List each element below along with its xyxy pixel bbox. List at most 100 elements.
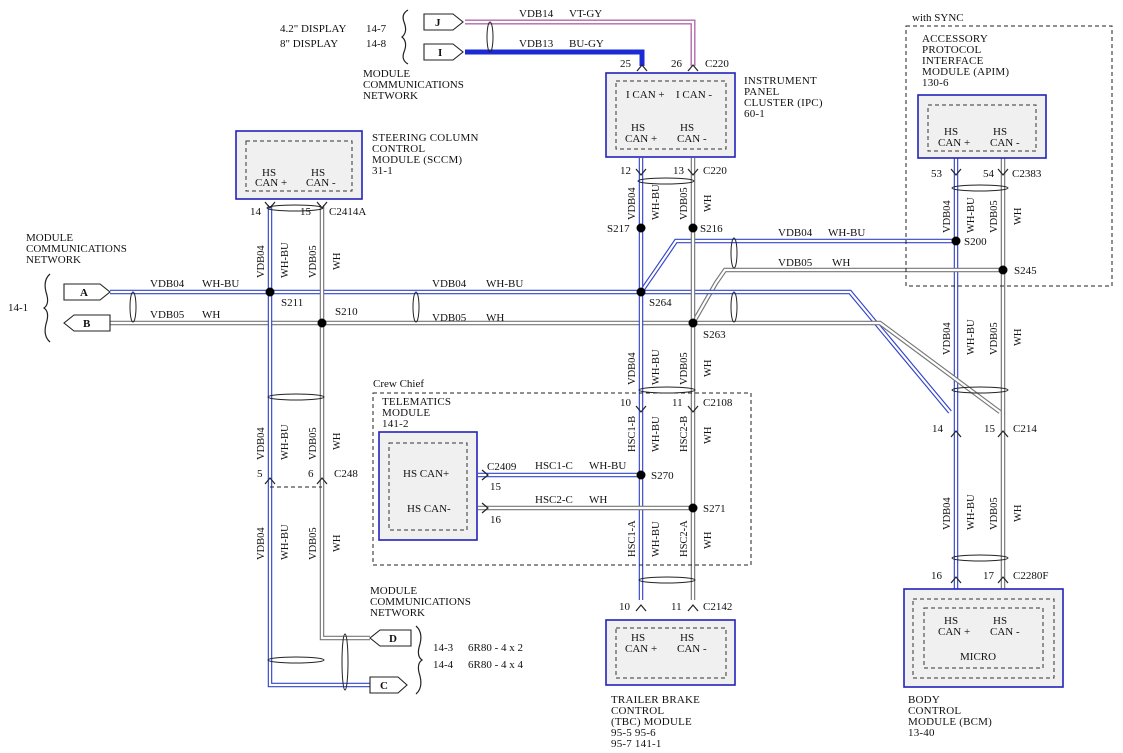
page-ref: 14-7	[366, 23, 387, 35]
wire-label: WH-BU	[651, 416, 662, 452]
bcm-name-line: 13-40	[908, 727, 935, 739]
wire-label: WH-BU	[651, 521, 662, 557]
pin-number: 15	[490, 481, 502, 493]
telematics-module[interactable]: HS CAN+ HS CAN- TELEMATICS MODULE 141-2	[378, 396, 478, 541]
wire-label: VDB04	[942, 322, 953, 355]
apim-name-line: PROTOCOL	[922, 44, 982, 56]
tag-shape	[63, 314, 111, 332]
splice-label: S216	[700, 223, 723, 235]
ipc-name-line: PANEL	[744, 86, 780, 98]
twist-marker	[951, 554, 1009, 562]
sync-group-label: with SYNC	[912, 12, 964, 24]
twist-marker	[266, 204, 324, 212]
tag-D[interactable]: D	[369, 629, 412, 647]
wire-label: HSC1-C	[535, 460, 573, 472]
tbc-inner	[615, 627, 727, 679]
bcm-pin-label: HS	[944, 615, 958, 627]
tag-letter: A	[80, 287, 88, 299]
ipc-pin-label: CAN -	[677, 133, 707, 145]
network-label: MODULE	[363, 68, 410, 80]
splice-label: S210	[335, 306, 358, 318]
tag-letter: C	[380, 680, 388, 692]
tag-B[interactable]: B	[63, 314, 111, 332]
pin-number: 53	[931, 168, 943, 180]
wire-s263-to-c214-in	[693, 321, 1001, 413]
wire-label: VDB05	[679, 187, 690, 220]
sccm-pin-label: CAN +	[255, 177, 287, 189]
telematics-name-line: MODULE	[382, 407, 430, 419]
connector-name: C248	[334, 468, 358, 480]
apim-name-line: MODULE (APIM)	[922, 66, 1009, 78]
telematics-inner	[388, 442, 468, 531]
tbc-module[interactable]: HS CAN + HS CAN - TRAILER BRAKE CONTROL …	[605, 619, 736, 750]
tag-A[interactable]: A	[63, 283, 111, 301]
ipc-pin-label: HS	[631, 122, 645, 134]
ipc-box	[605, 72, 736, 158]
display-label: 4.2" DISPLAY	[280, 23, 346, 35]
wire-vdb14-inner	[465, 20, 695, 66]
tag-C[interactable]: C	[369, 676, 408, 694]
wire-label: VDB05	[308, 427, 319, 460]
bcm-module[interactable]: HS CAN + HS CAN - MICRO BODY CONTROL MOD…	[903, 588, 1064, 739]
splice-label: S217	[607, 223, 630, 235]
pin-number: 12	[620, 165, 631, 177]
network-label: COMMUNICATIONS	[370, 596, 471, 608]
tag-I[interactable]: I	[423, 43, 464, 61]
wire-label: WH	[332, 252, 343, 270]
wire-vdb13	[465, 49, 645, 66]
wire-label: WH-BU	[280, 424, 291, 460]
connector-name: C2409	[487, 461, 517, 473]
wire-label: VDB14	[519, 8, 554, 20]
apim-module[interactable]: HS CAN + HS CAN - ACCESSORY PROTOCOL INT…	[917, 33, 1047, 159]
wire-sccm-vdb05	[319, 205, 370, 641]
connector-name: C2142	[703, 601, 732, 613]
bcm-pin-label: CAN +	[938, 626, 970, 638]
twist-marker	[951, 184, 1009, 192]
wire-label: BU-GY	[569, 38, 604, 50]
splice-label: S263	[703, 329, 726, 341]
wire-label: VDB05	[989, 497, 1000, 530]
pin-number: 15	[984, 423, 996, 435]
page-ref: 14-3	[433, 642, 454, 654]
wire-label: HSC2-A	[679, 520, 690, 557]
page-ref: 14-1	[8, 302, 28, 314]
ipc-pin-label: HS	[680, 122, 694, 134]
tag-letter: I	[438, 47, 442, 59]
sccm-module[interactable]: HS CAN + HS CAN - STEERING COLUMN CONTRO…	[235, 130, 479, 200]
tag-J[interactable]: J	[423, 13, 464, 31]
ipc-module[interactable]: I CAN + I CAN - HS CAN + HS CAN - INSTRU…	[605, 72, 823, 158]
splice-dot	[636, 470, 646, 480]
pin-number: 17	[983, 570, 995, 582]
tbc-pin-label: CAN -	[677, 643, 707, 655]
wire-label: VDB05	[778, 257, 813, 269]
wire-s264-to-c214	[641, 289, 952, 414]
tag-letter: J	[435, 17, 441, 29]
wire-label: WH-BU	[966, 494, 977, 530]
twist-marker	[951, 386, 1009, 394]
wire-label: WH-BU	[651, 349, 662, 385]
wire-label: WH	[589, 494, 607, 506]
connector-chevron	[950, 576, 1009, 584]
top-network-refs: 4.2" DISPLAY 14-7 8" DISPLAY 14-8 J I MO…	[280, 9, 464, 102]
wire-label: WH	[703, 531, 714, 549]
brace	[415, 625, 424, 695]
wire-label: VDB04	[256, 427, 267, 460]
pin-number: 11	[671, 601, 682, 613]
splice-dot	[951, 236, 961, 246]
connector-name: C2280F	[1013, 570, 1048, 582]
wire-label: VDB04	[778, 227, 813, 239]
wire-label: VDB05	[308, 527, 319, 560]
splice-label: S211	[281, 297, 303, 309]
wire-label: VDB05	[432, 312, 467, 324]
pin-number: 25	[620, 58, 632, 70]
connector-name: C2383	[1012, 168, 1042, 180]
wires	[110, 19, 1006, 688]
wire-label: HSC2-B	[679, 416, 690, 452]
tag-shape	[423, 13, 464, 31]
page-ref: 14-4	[433, 659, 454, 671]
bcm-micro-box	[923, 607, 1044, 669]
tbc-pin-label: HS	[680, 632, 694, 644]
apim-box	[917, 94, 1047, 159]
splice-dot	[317, 318, 327, 328]
pin-number: 26	[671, 58, 683, 70]
